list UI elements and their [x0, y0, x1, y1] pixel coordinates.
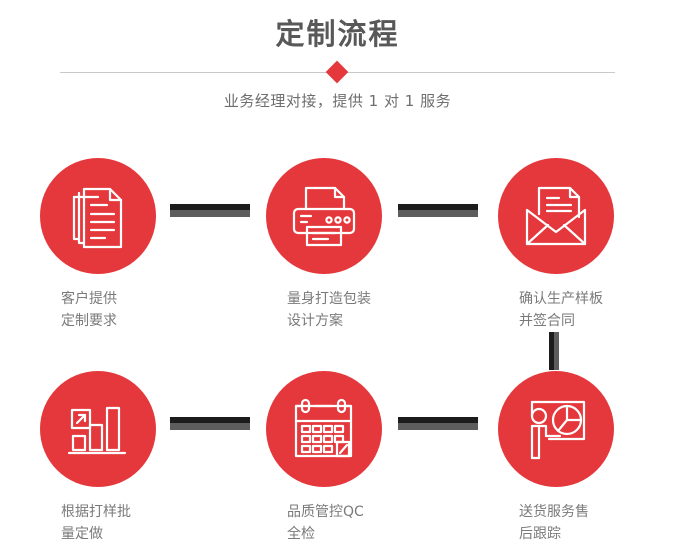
flow-step-2-label: 量身打造包装 设计方案	[287, 291, 371, 329]
flow-step-4[interactable]: 根据打样批 量定做	[40, 371, 230, 545]
envelope-document-icon	[521, 184, 591, 248]
connector-segment-gray	[398, 423, 478, 430]
connector-step1-step2	[170, 204, 250, 217]
connector-segment-dark	[398, 204, 478, 210]
calendar-check-icon	[290, 397, 358, 461]
step-2-icon-circle	[266, 158, 382, 274]
flow-step-3[interactable]: 确认生产样板 并签合同	[498, 158, 675, 332]
title-divider	[60, 60, 615, 84]
connector-segment-gray	[170, 423, 250, 430]
connector-segment-dark	[549, 332, 554, 370]
printer-icon	[289, 183, 359, 249]
step-1-icon-circle	[40, 158, 156, 274]
connector-segment-gray	[170, 210, 250, 217]
flow-step-1[interactable]: 客户提供 定制要求	[40, 158, 230, 332]
flow-step-1-label: 客户提供 定制要求	[61, 291, 117, 329]
flow-step-2[interactable]: 量身打造包装 设计方案	[266, 158, 456, 332]
flow-step-4-label: 根据打样批 量定做	[61, 504, 131, 542]
connector-segment-gray	[554, 332, 559, 370]
flow-step-5-label: 品质管控QC 全检	[287, 504, 364, 542]
flow-step-5[interactable]: 品质管控QC 全检	[266, 371, 456, 545]
step-4-icon-circle	[40, 371, 156, 487]
step-6-icon-circle	[498, 371, 614, 487]
page-subtitle: 业务经理对接，提供 1 对 1 服务	[223, 92, 452, 110]
documents-stack-icon	[65, 183, 131, 249]
connector-segment-gray	[398, 210, 478, 217]
presenter-pie-chart-icon	[522, 396, 590, 462]
connector-step5-step6	[398, 417, 478, 430]
flow-step-6[interactable]: 送货服务售 后跟踪	[498, 371, 675, 545]
flow-step-3-label: 确认生产样板 并签合同	[519, 291, 603, 329]
connector-segment-dark	[398, 417, 478, 423]
connector-segment-dark	[170, 417, 250, 423]
connector-step4-step5	[170, 417, 250, 430]
step-5-icon-circle	[266, 371, 382, 487]
page-title: 定制流程	[275, 17, 400, 51]
connector-segment-dark	[170, 204, 250, 210]
connector-step3-step6	[549, 332, 559, 370]
page-header: 定制流程 业务经理对接，提供 1 对 1 服务	[0, 0, 675, 130]
flow-step-6-label: 送货服务售 后跟踪	[519, 504, 589, 542]
step-3-icon-circle	[498, 158, 614, 274]
connector-step2-step3	[398, 204, 478, 217]
bar-chart-growth-icon	[65, 398, 131, 460]
